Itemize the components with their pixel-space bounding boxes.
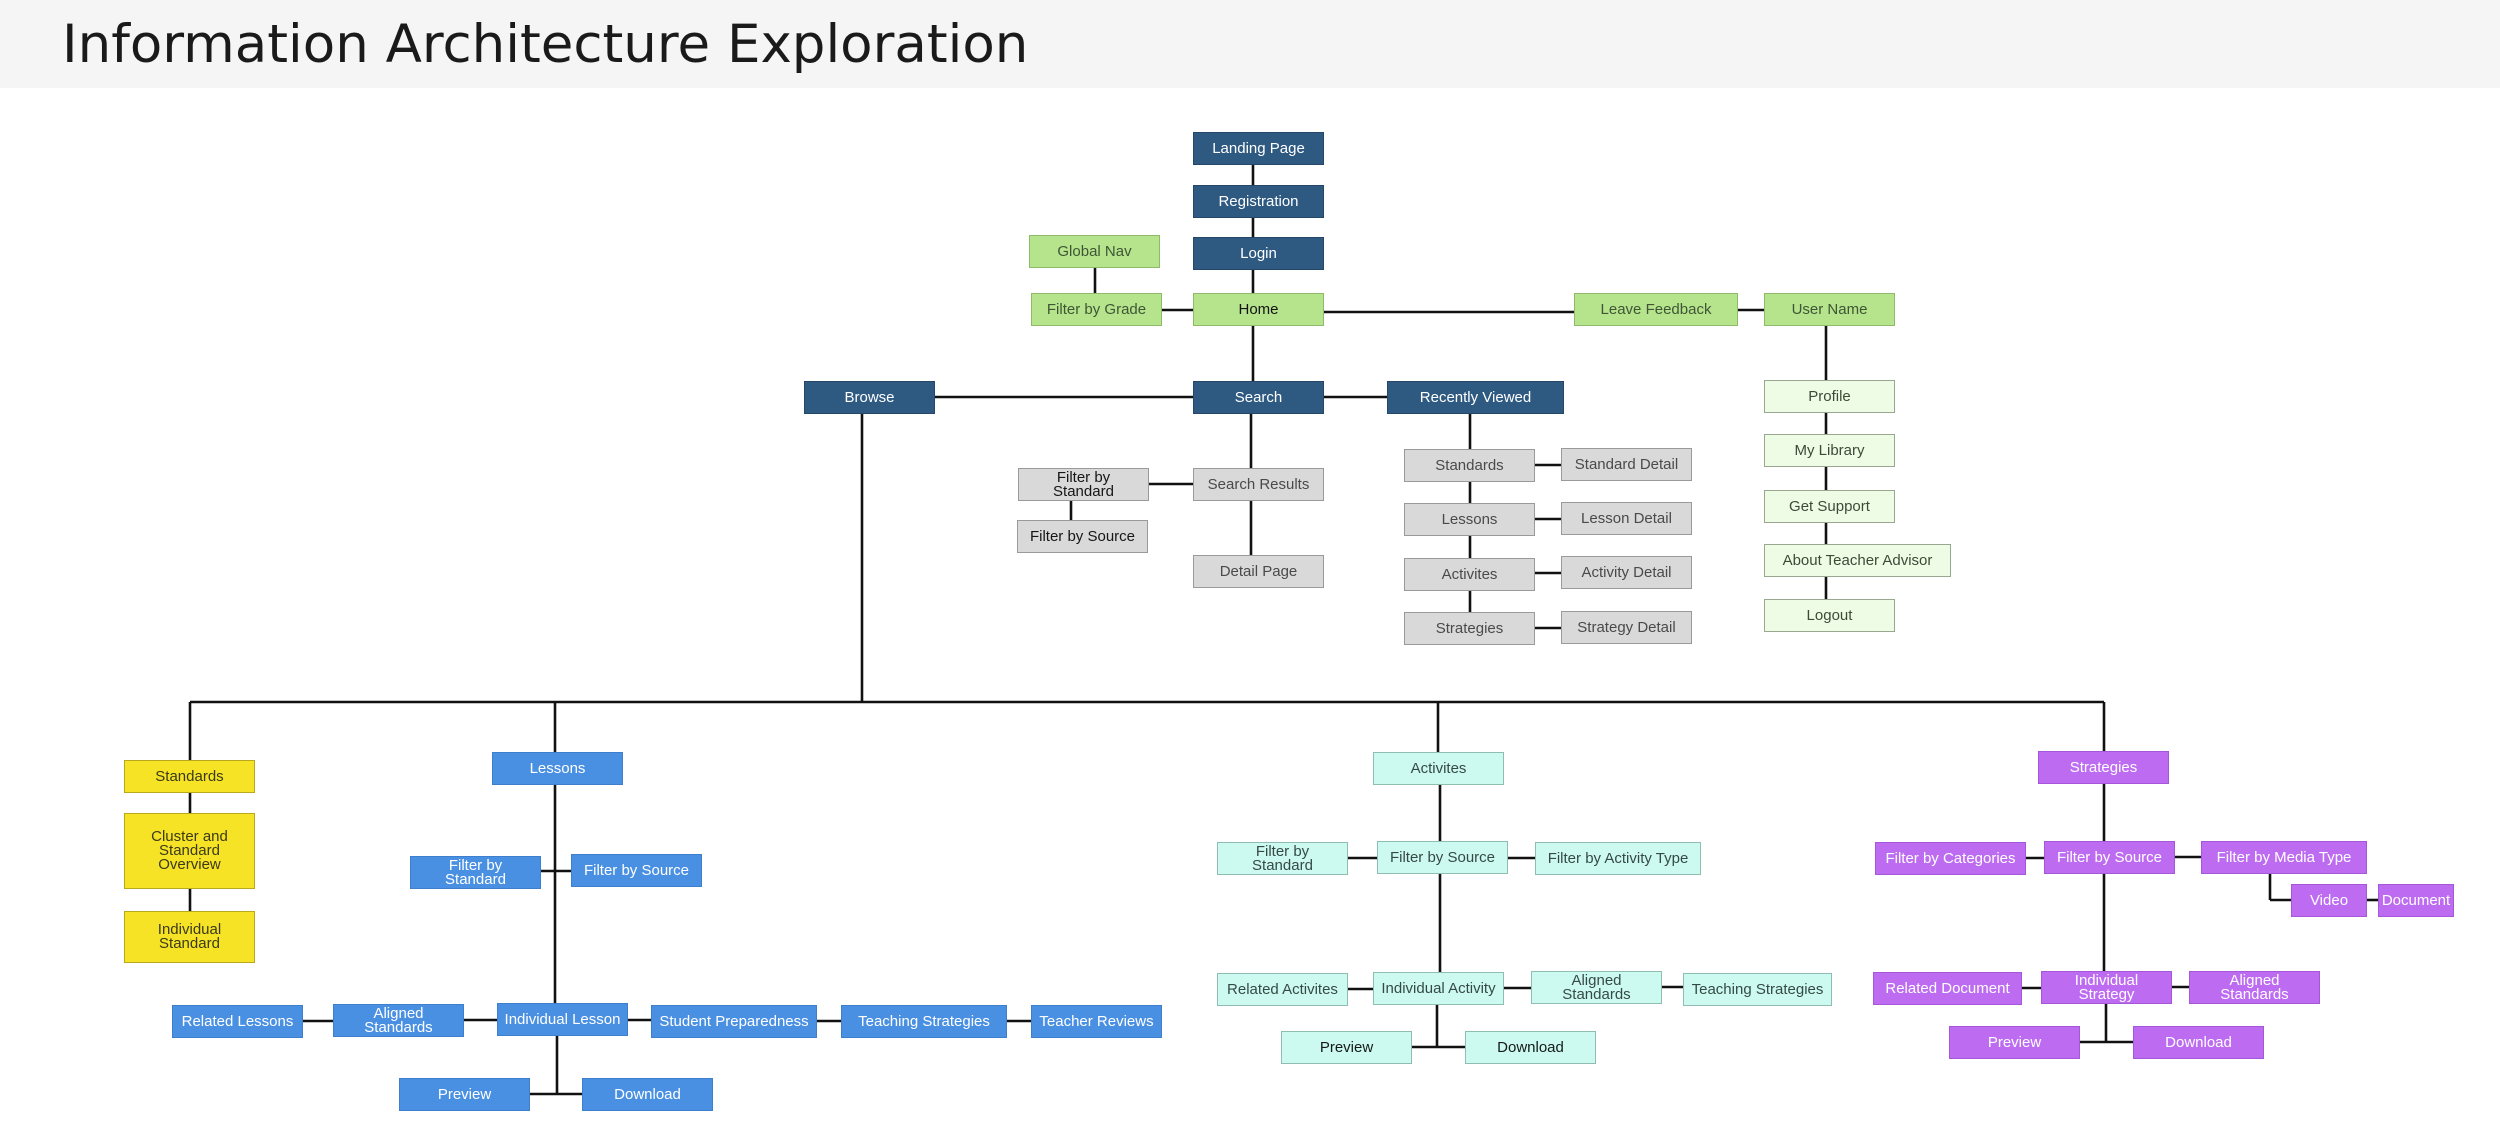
node-detail-page[interactable]: Detail Page [1193, 555, 1324, 588]
node-strategy-detail[interactable]: Strategy Detail [1561, 611, 1692, 644]
node-activities-preview[interactable]: Preview [1281, 1031, 1412, 1064]
node-about-teacher-advisor[interactable]: About Teacher Advisor [1764, 544, 1951, 577]
node-activities-download[interactable]: Download [1465, 1031, 1596, 1064]
node-individual-lesson[interactable]: Individual Lesson [497, 1003, 628, 1036]
node-student-preparedness[interactable]: Student Preparedness [651, 1005, 817, 1038]
node-individual-activity[interactable]: Individual Activity [1373, 972, 1504, 1005]
node-home[interactable]: Home [1193, 293, 1324, 326]
node-filter-by-categories[interactable]: Filter by Categories [1875, 842, 2026, 875]
node-lessons-filter-by-source[interactable]: Filter by Source [571, 854, 702, 887]
node-related-activites[interactable]: Related Activites [1217, 973, 1348, 1006]
node-related-lessons[interactable]: Related Lessons [172, 1005, 303, 1038]
node-global-nav[interactable]: Global Nav [1029, 235, 1160, 268]
page-header: Information Architecture Exploration [0, 0, 2500, 88]
node-activites[interactable]: Activites [1373, 752, 1504, 785]
node-filter-by-activity-type[interactable]: Filter by Activity Type [1535, 842, 1701, 875]
node-my-library[interactable]: My Library [1764, 434, 1895, 467]
node-lessons-preview[interactable]: Preview [399, 1078, 530, 1111]
node-lessons-aligned-standards[interactable]: Aligned Standards [333, 1004, 464, 1037]
node-profile[interactable]: Profile [1764, 380, 1895, 413]
node-related-document[interactable]: Related Document [1873, 972, 2022, 1005]
node-activities-filter-by-standard[interactable]: Filter by Standard [1217, 842, 1348, 875]
node-filter-by-media-type[interactable]: Filter by Media Type [2201, 841, 2367, 874]
node-strategies-filter-by-source[interactable]: Filter by Source [2044, 841, 2175, 874]
node-teacher-reviews[interactable]: Teacher Reviews [1031, 1005, 1162, 1038]
node-recently-viewed[interactable]: Recently Viewed [1387, 381, 1564, 414]
node-activity-detail[interactable]: Activity Detail [1561, 556, 1692, 589]
node-lessons-download[interactable]: Download [582, 1078, 713, 1111]
node-leave-feedback[interactable]: Leave Feedback [1574, 293, 1738, 326]
node-standards[interactable]: Standards [124, 760, 255, 793]
node-rv-lessons[interactable]: Lessons [1404, 503, 1535, 536]
node-activities-teaching-strategies[interactable]: Teaching Strategies [1683, 973, 1832, 1006]
node-activities-filter-by-source[interactable]: Filter by Source [1377, 841, 1508, 874]
node-user-name[interactable]: User Name [1764, 293, 1895, 326]
node-registration[interactable]: Registration [1193, 185, 1324, 218]
node-search-filter-by-source[interactable]: Filter by Source [1017, 520, 1148, 553]
node-filter-by-grade[interactable]: Filter by Grade [1031, 293, 1162, 326]
node-individual-strategy[interactable]: Individual Strategy [2041, 971, 2172, 1004]
node-lessons[interactable]: Lessons [492, 752, 623, 785]
node-lesson-detail[interactable]: Lesson Detail [1561, 502, 1692, 535]
node-lessons-teaching-strategies[interactable]: Teaching Strategies [841, 1005, 1007, 1038]
page-title: Information Architecture Exploration [62, 14, 1029, 75]
node-activities-aligned-standards[interactable]: Aligned Standards [1531, 971, 1662, 1004]
node-rv-activites[interactable]: Activites [1404, 558, 1535, 591]
node-landing-page[interactable]: Landing Page [1193, 132, 1324, 165]
node-standard-detail[interactable]: Standard Detail [1561, 448, 1692, 481]
node-browse[interactable]: Browse [804, 381, 935, 414]
node-get-support[interactable]: Get Support [1764, 490, 1895, 523]
node-strategies-preview[interactable]: Preview [1949, 1026, 2080, 1059]
node-strategies-download[interactable]: Download [2133, 1026, 2264, 1059]
node-video[interactable]: Video [2291, 884, 2367, 917]
node-document[interactable]: Document [2378, 884, 2454, 917]
node-login[interactable]: Login [1193, 237, 1324, 270]
node-individual-standard[interactable]: Individual Standard [124, 911, 255, 963]
node-search-results[interactable]: Search Results [1193, 468, 1324, 501]
node-logout[interactable]: Logout [1764, 599, 1895, 632]
node-cluster-and-standard-overview[interactable]: Cluster and Standard Overview [124, 813, 255, 889]
node-rv-strategies[interactable]: Strategies [1404, 612, 1535, 645]
node-search[interactable]: Search [1193, 381, 1324, 414]
node-lessons-filter-by-standard[interactable]: Filter by Standard [410, 856, 541, 889]
node-search-filter-by-standard[interactable]: Filter by Standard [1018, 468, 1149, 501]
node-strategies-aligned-standards[interactable]: Aligned Standards [2189, 971, 2320, 1004]
node-rv-standards[interactable]: Standards [1404, 449, 1535, 482]
node-strategies[interactable]: Strategies [2038, 751, 2169, 784]
